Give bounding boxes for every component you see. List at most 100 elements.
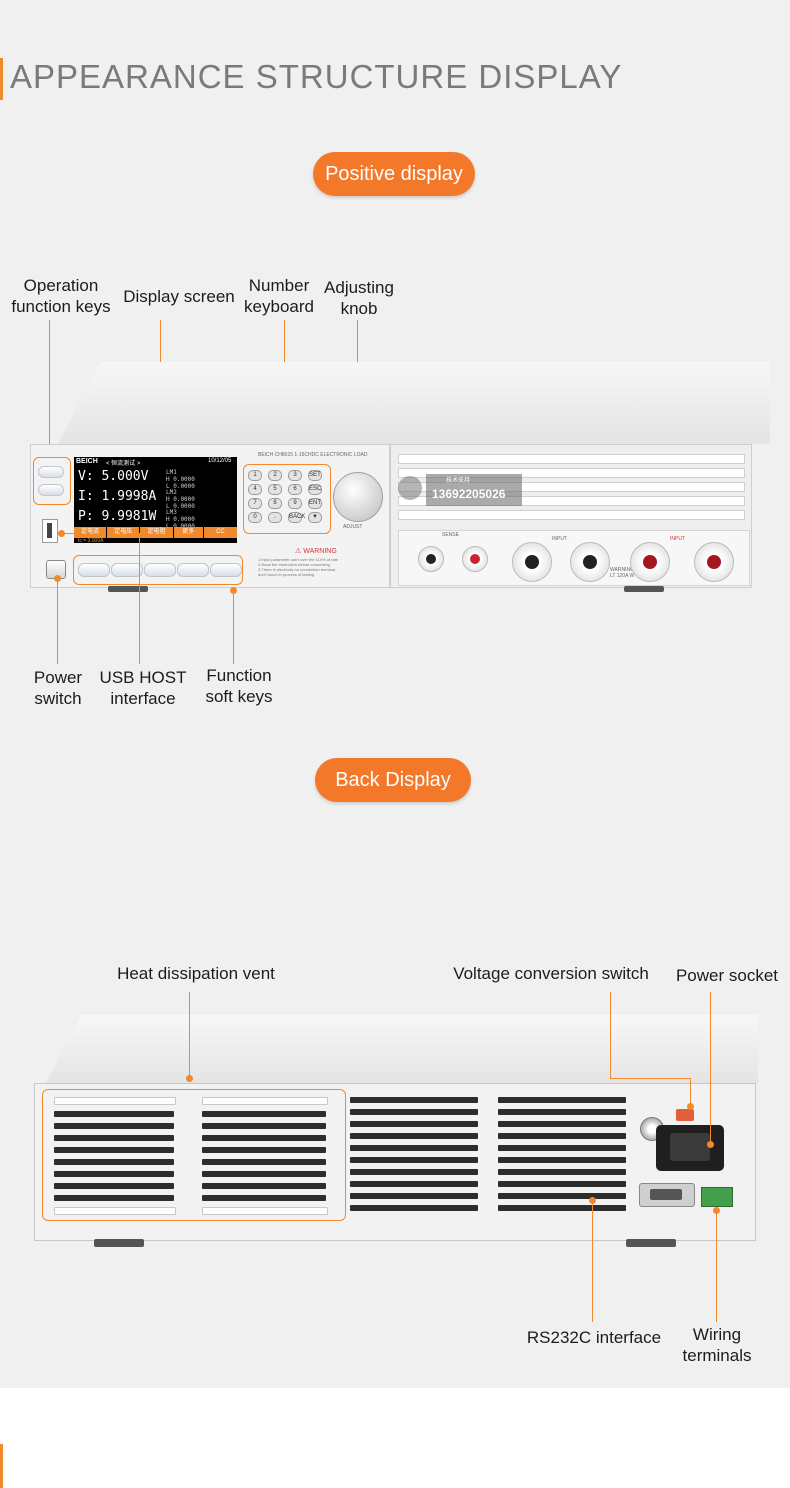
- key-1[interactable]: 1: [248, 470, 262, 481]
- key-3[interactable]: 3: [288, 470, 302, 481]
- input-terminal-1[interactable]: [512, 542, 552, 582]
- key-esc[interactable]: ESC: [308, 484, 322, 495]
- leader-heat-vent: [189, 992, 190, 1076]
- heat-vent-label: Heat dissipation vent: [117, 964, 275, 983]
- phone-icon: [398, 476, 422, 500]
- key-2[interactable]: 2: [268, 470, 282, 481]
- knob-label: ADJUST: [343, 524, 363, 530]
- page-title: APPEARANCE STRUCTURE DISPLAY: [10, 58, 623, 95]
- heat-vent-box: [42, 1089, 346, 1221]
- watermark: 技术支持 13692205026: [426, 474, 522, 506]
- sense-terminal-black[interactable]: [418, 546, 444, 572]
- display-screen-label: Display screen: [123, 287, 235, 306]
- power-socket-label: Power socket: [675, 966, 779, 985]
- function-soft-key-3[interactable]: [144, 563, 176, 577]
- input-terminal-3[interactable]: [630, 542, 670, 582]
- key-0[interactable]: 0: [248, 512, 262, 523]
- watermark-phone: 13692205026: [432, 487, 506, 501]
- panel-model-text: BEICH CH8015 1-15CHDC ELECTRONIC LOAD: [258, 452, 368, 458]
- bottom-accent-bar: [0, 1444, 3, 1488]
- key-6[interactable]: 6: [288, 484, 302, 495]
- input-label-2: INPUT: [670, 536, 685, 542]
- rs232c-port[interactable]: [639, 1183, 695, 1207]
- key-9[interactable]: 9: [288, 498, 302, 509]
- key-4[interactable]: 4: [248, 484, 262, 495]
- title-accent-bar: [0, 58, 3, 100]
- sense-terminal-red[interactable]: [462, 546, 488, 572]
- input-label-1: INPUT: [552, 536, 567, 542]
- function-soft-key-1[interactable]: [78, 563, 110, 577]
- key-back[interactable]: BACK: [288, 512, 305, 523]
- key-7[interactable]: 7: [248, 498, 262, 509]
- soft-tab-5[interactable]: CC: [216, 529, 225, 535]
- back-top-surface: [46, 1015, 758, 1083]
- function-soft-key-4[interactable]: [177, 563, 209, 577]
- soft-tab-3[interactable]: 定电阻: [140, 527, 174, 538]
- soft-tab-4[interactable]: 更多: [174, 527, 204, 538]
- usb-port[interactable]: [42, 519, 58, 543]
- soft-tab-1[interactable]: 定电流: [74, 527, 108, 538]
- key-dot[interactable]: .: [268, 512, 282, 523]
- back-foot-left: [94, 1239, 144, 1247]
- leader-power-socket: [710, 992, 711, 1144]
- input-terminal-2[interactable]: [570, 542, 610, 582]
- leader-power-switch: [57, 578, 58, 664]
- keypad-grid: 1 2 3 SET 4 5 6 ESC 7 8 9 ENT 0 . BACK ▼: [248, 470, 328, 523]
- operation-key-2[interactable]: [38, 484, 64, 496]
- leader-operation-keys: [49, 320, 50, 468]
- front-foot-right: [624, 586, 664, 592]
- sense-label: SENSE: [442, 532, 459, 538]
- heat-vent-left: [54, 1097, 184, 1215]
- device-top-surface: [58, 362, 770, 444]
- screen-header: < 恒流测试 >: [106, 461, 141, 467]
- readout-voltage: V: 5.000V: [78, 469, 149, 484]
- screen-soft-tab-bar: 定电流 定电压 定电阻 更多 CC: [74, 527, 237, 538]
- leader-dot-heat-vent: [186, 1075, 193, 1082]
- leader-dot-power-socket: [707, 1141, 714, 1148]
- operation-key-1[interactable]: [38, 466, 64, 478]
- screen-brand: BEICH: [76, 458, 98, 465]
- soft-tab-2[interactable]: 定电压: [107, 527, 141, 538]
- display-screen: BEICH < 恒流测试 > 10/12/05 V: 5.000V I: 1.9…: [74, 457, 237, 544]
- front-device: BEICH < 恒流测试 > 10/12/05 V: 5.000V I: 1.9…: [30, 362, 772, 602]
- leader-voltage-switch-horizontal: [610, 1078, 690, 1079]
- adjusting-knob[interactable]: [333, 472, 383, 522]
- number-keyboard-box: [243, 464, 331, 534]
- voltage-conversion-switch[interactable]: [676, 1109, 694, 1121]
- leader-usb: [139, 533, 140, 664]
- front-vent-grill: [398, 454, 748, 520]
- heat-vent-right: [202, 1097, 332, 1215]
- power-socket[interactable]: [656, 1125, 724, 1171]
- vent-middle-1: [350, 1097, 480, 1211]
- key-5[interactable]: 5: [268, 484, 282, 495]
- readout-current: I: 1.9998A: [78, 489, 157, 504]
- leader-rs232c: [592, 1200, 593, 1322]
- function-soft-key-2[interactable]: [111, 563, 143, 577]
- leader-dot-voltage-switch: [687, 1103, 694, 1110]
- function-soft-key-5[interactable]: [210, 563, 242, 577]
- key-down[interactable]: ▼: [308, 512, 322, 523]
- bottom-band: [0, 1388, 790, 1488]
- leader-wiring: [716, 1210, 717, 1322]
- leader-voltage-switch-vertical: [610, 992, 611, 1078]
- wiring-terminal-block[interactable]: [701, 1187, 733, 1207]
- back-display-label: Back Display: [335, 768, 451, 791]
- operation-keys-box: [33, 457, 71, 505]
- key-8[interactable]: 8: [268, 498, 282, 509]
- voltage-switch-label: Voltage conversion switch: [453, 964, 649, 983]
- input-terminal-4[interactable]: [694, 542, 734, 582]
- leader-function-soft-keys: [233, 590, 234, 664]
- vent-middle-2: [498, 1097, 628, 1211]
- readout-power: P: 9.9981W: [78, 509, 157, 524]
- key-ent[interactable]: ENT: [308, 498, 322, 509]
- screen-status-line: Ic = 2.000A: [78, 538, 104, 544]
- key-set[interactable]: SET: [308, 470, 322, 481]
